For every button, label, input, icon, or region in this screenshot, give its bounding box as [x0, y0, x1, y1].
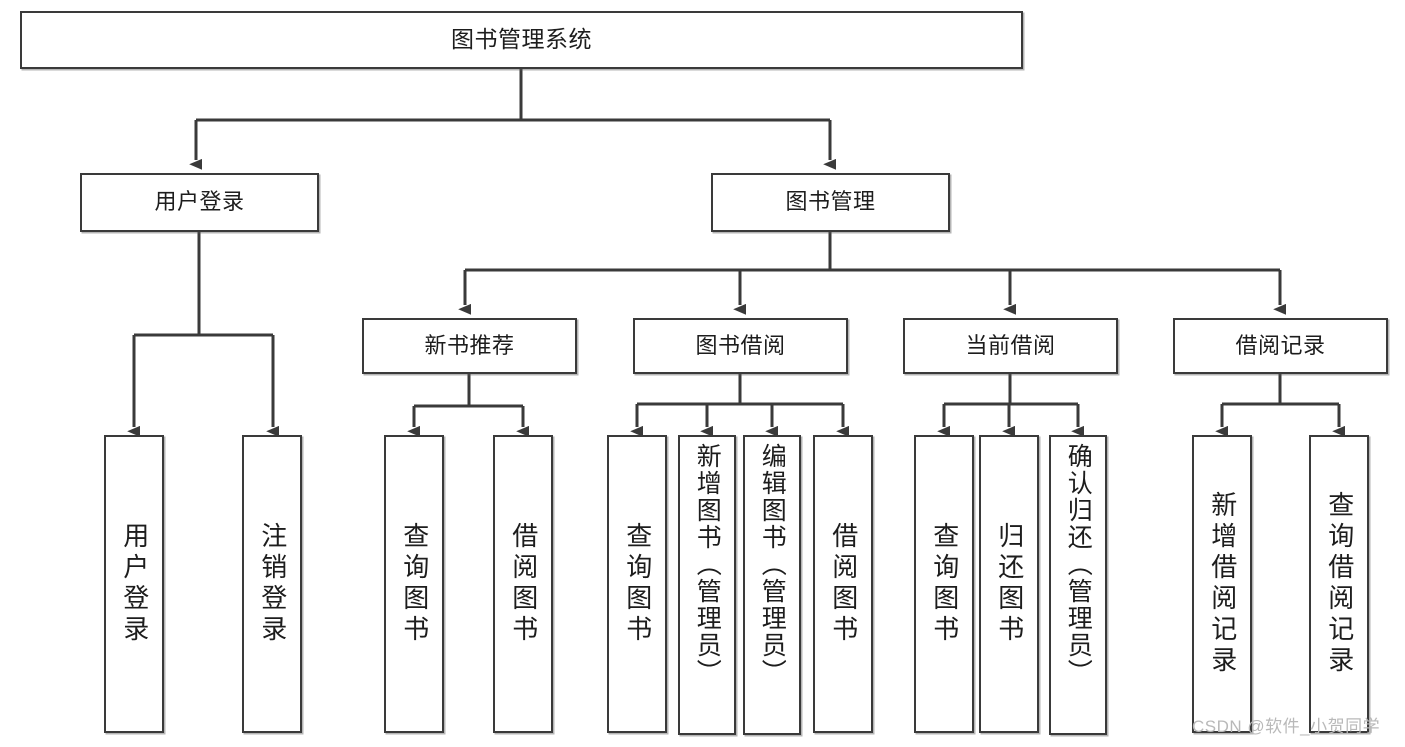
- leaf-add-borrow-record[interactable]: 新增借阅记录: [1192, 435, 1252, 733]
- leaf-edit-book-admin[interactable]: 编辑图书（管理员）: [743, 435, 801, 735]
- leaf-user-logout[interactable]: 注销登录: [242, 435, 302, 733]
- node-label: 图书借阅: [695, 332, 786, 358]
- node-label: 借阅记录: [1235, 332, 1326, 358]
- leaf-add-book-admin[interactable]: 新增图书（管理员）: [678, 435, 736, 735]
- node-book-management[interactable]: 图书管理: [711, 173, 950, 232]
- node-label: 借阅图书: [828, 522, 859, 646]
- node-label: 确认归还（管理员）: [1064, 443, 1093, 686]
- leaf-query-book-new[interactable]: 查询图书: [384, 435, 444, 733]
- node-label: 查询借阅记录: [1324, 491, 1355, 677]
- leaf-query-book-borrow[interactable]: 查询图书: [607, 435, 667, 733]
- node-label: 归还图书: [994, 522, 1025, 646]
- leaf-user-login[interactable]: 用户登录: [104, 435, 164, 733]
- node-root-system[interactable]: 图书管理系统: [20, 11, 1023, 69]
- node-label: 新增图书（管理员）: [693, 443, 722, 686]
- leaf-query-borrow-record[interactable]: 查询借阅记录: [1309, 435, 1369, 733]
- node-label: 查询图书: [399, 522, 430, 646]
- node-borrow-record[interactable]: 借阅记录: [1173, 318, 1388, 374]
- leaf-borrow-book[interactable]: 借阅图书: [813, 435, 873, 733]
- node-label: 注销登录: [257, 522, 288, 646]
- node-label: 编辑图书（管理员）: [758, 443, 787, 686]
- node-label: 新增借阅记录: [1207, 491, 1238, 677]
- node-user-login[interactable]: 用户登录: [80, 173, 319, 232]
- leaf-return-book[interactable]: 归还图书: [979, 435, 1039, 733]
- leaf-borrow-book-new[interactable]: 借阅图书: [493, 435, 553, 733]
- node-label: 图书管理: [785, 189, 876, 215]
- leaf-confirm-return-admin[interactable]: 确认归还（管理员）: [1049, 435, 1107, 735]
- node-label: 用户登录: [119, 522, 150, 646]
- node-label: 查询图书: [929, 522, 960, 646]
- node-new-book-recommend[interactable]: 新书推荐: [362, 318, 577, 374]
- node-label: 借阅图书: [508, 522, 539, 646]
- leaf-query-book-current[interactable]: 查询图书: [914, 435, 974, 733]
- csdn-watermark: CSDN @软件_小贺同学: [1192, 717, 1381, 736]
- node-label: 查询图书: [622, 522, 653, 646]
- node-label: 新书推荐: [424, 332, 515, 358]
- node-current-borrow[interactable]: 当前借阅: [903, 318, 1118, 374]
- node-label: 用户登录: [154, 189, 245, 215]
- node-label: 当前借阅: [965, 332, 1056, 358]
- node-label: 图书管理系统: [451, 26, 592, 53]
- node-book-borrow[interactable]: 图书借阅: [633, 318, 848, 374]
